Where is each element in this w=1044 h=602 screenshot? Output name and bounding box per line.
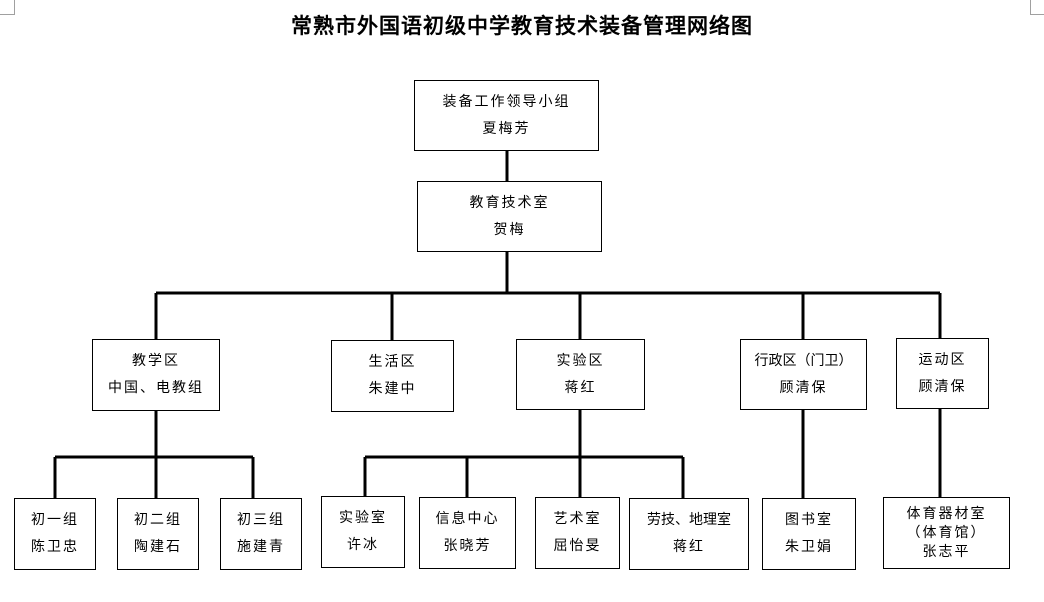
box-living-area-person: 朱建中: [368, 381, 417, 397]
box-teaching-area-name: 教学区: [132, 353, 180, 369]
chart-title: 常熟市外国语初级中学教育技术装备管理网络图: [291, 14, 753, 38]
box-lab-area-name: 实验区: [556, 352, 605, 369]
box-grade3-group-person: 施建青: [237, 539, 285, 555]
box-grade1-group: 初一组 陈卫忠: [14, 498, 96, 570]
box-education-tech-office-person: 贺梅: [493, 221, 526, 238]
box-admin-area-name: 行政区（门卫）: [754, 352, 853, 369]
box-teaching-area: 教学区 中国、电教组: [92, 339, 220, 411]
box-teaching-area-person: 中国、电教组: [108, 380, 204, 396]
box-grade1-group-person: 陈卫忠: [31, 539, 79, 555]
box-grade2-group-person: 陶建石: [134, 539, 182, 555]
box-info-center-person: 张晓芳: [443, 538, 492, 554]
box-sports-area-person: 顾清保: [918, 378, 967, 395]
box-sports-area: 运动区 顾清保: [896, 338, 989, 409]
box-living-area-name: 生活区: [368, 354, 417, 370]
box-labor-geography-room-person: 蒋红: [673, 539, 705, 555]
box-lab-area: 实验区 蒋红: [516, 339, 645, 410]
box-lab-area-person: 蒋红: [564, 379, 597, 396]
box-art-room-name: 艺术室: [553, 511, 602, 527]
box-library: 图书室 朱卫娟: [762, 498, 856, 570]
box-sports-equipment-room-person: 张志平: [922, 543, 971, 560]
box-sports-equipment-room-sub: （体育馆）: [906, 524, 987, 541]
box-info-center: 信息中心 张晓芳: [419, 497, 516, 569]
box-grade2-group: 初二组 陶建石: [117, 498, 199, 570]
box-library-person: 朱卫娟: [785, 539, 833, 555]
box-labor-geography-room-name: 劳技、地理室: [647, 512, 731, 528]
box-grade3-group: 初三组 施建青: [220, 498, 302, 570]
box-leadership-group-person: 夏梅芳: [482, 120, 531, 137]
box-sports-equipment-room: 体育器材室 （体育馆） 张志平: [883, 497, 1010, 569]
box-info-center-name: 信息中心: [435, 511, 500, 527]
box-admin-area-person: 顾清保: [779, 379, 828, 396]
box-sports-equipment-room-name: 体育器材室: [906, 505, 987, 522]
box-grade3-group-name: 初三组: [237, 512, 285, 528]
box-art-room: 艺术室 屈怡旻: [535, 497, 620, 569]
box-laboratory-name: 实验室: [339, 510, 387, 526]
box-grade2-group-name: 初二组: [134, 512, 182, 528]
box-laboratory-person: 许冰: [347, 537, 379, 553]
box-leadership-group: 装备工作领导小组 夏梅芳: [414, 80, 599, 151]
box-living-area: 生活区 朱建中: [331, 340, 454, 412]
box-sports-area-name: 运动区: [918, 351, 967, 368]
box-labor-geography-room: 劳技、地理室 蒋红: [629, 498, 749, 570]
box-laboratory: 实验室 许冰: [321, 496, 405, 568]
page-corner-mark-right: [1030, 0, 1044, 15]
box-leadership-group-name: 装备工作领导小组: [442, 93, 571, 110]
page-corner-mark-left: [0, 0, 15, 15]
box-admin-area: 行政区（门卫） 顾清保: [740, 339, 867, 410]
box-education-tech-office-name: 教育技术室: [469, 194, 550, 211]
box-education-tech-office: 教育技术室 贺梅: [417, 181, 602, 252]
box-grade1-group-name: 初一组: [31, 512, 79, 528]
box-art-room-person: 屈怡旻: [553, 538, 602, 554]
box-library-name: 图书室: [785, 512, 833, 528]
